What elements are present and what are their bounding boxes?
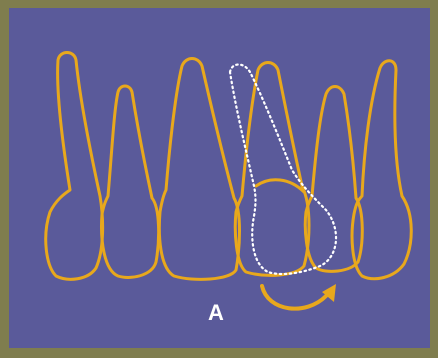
tooth-left-central-incisor [159, 59, 239, 280]
panel-label: A [196, 300, 236, 326]
rotation-arrow [262, 286, 326, 309]
tooth-left-lateral-incisor [102, 86, 159, 277]
tooth-crown-overlay [256, 180, 304, 192]
tooth-left-canine [46, 53, 103, 280]
tooth-right-central-incisor [235, 63, 309, 276]
